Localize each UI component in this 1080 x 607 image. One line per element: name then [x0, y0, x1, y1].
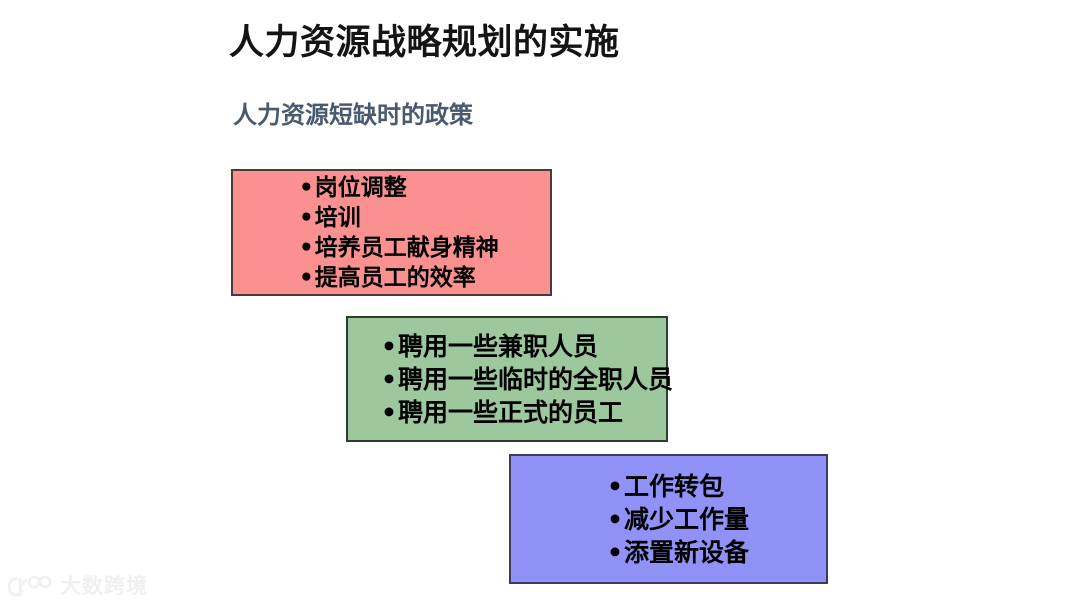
watermark: 大数跨境: [8, 573, 148, 599]
bullet-list: 工作转包 减少工作量 添置新设备: [607, 470, 826, 569]
list-item: 聘用一些临时的全职人员: [381, 363, 673, 396]
bullet-list: 岗位调整 培训 培养员工献身精神 提高员工的效率: [299, 173, 550, 293]
list-item: 岗位调整: [299, 173, 550, 203]
page-subtitle: 人力资源短缺时的政策: [233, 101, 473, 129]
watermark-text: 大数跨境: [60, 573, 148, 598]
policy-box-hiring: 聘用一些兼职人员 聘用一些临时的全职人员 聘用一些正式的员工: [346, 316, 673, 442]
list-item: 提高员工的效率: [299, 263, 550, 293]
list-item: 培训: [299, 203, 550, 233]
policy-box-outsourcing: 工作转包 减少工作量 添置新设备: [509, 454, 828, 584]
bullet-list: 聘用一些兼职人员 聘用一些临时的全职人员 聘用一些正式的员工: [381, 330, 673, 429]
page-title: 人力资源战略规划的实施: [229, 23, 620, 63]
dashukuajing-logo-icon: [8, 575, 52, 597]
policy-box-internal: 岗位调整 培训 培养员工献身精神 提高员工的效率: [231, 169, 552, 296]
list-item: 添置新设备: [607, 536, 826, 569]
list-item: 培养员工献身精神: [299, 233, 550, 263]
list-item: 聘用一些兼职人员: [381, 330, 666, 363]
list-item: 工作转包: [607, 470, 826, 503]
list-item: 减少工作量: [607, 503, 826, 536]
list-item: 聘用一些正式的员工: [381, 396, 666, 429]
